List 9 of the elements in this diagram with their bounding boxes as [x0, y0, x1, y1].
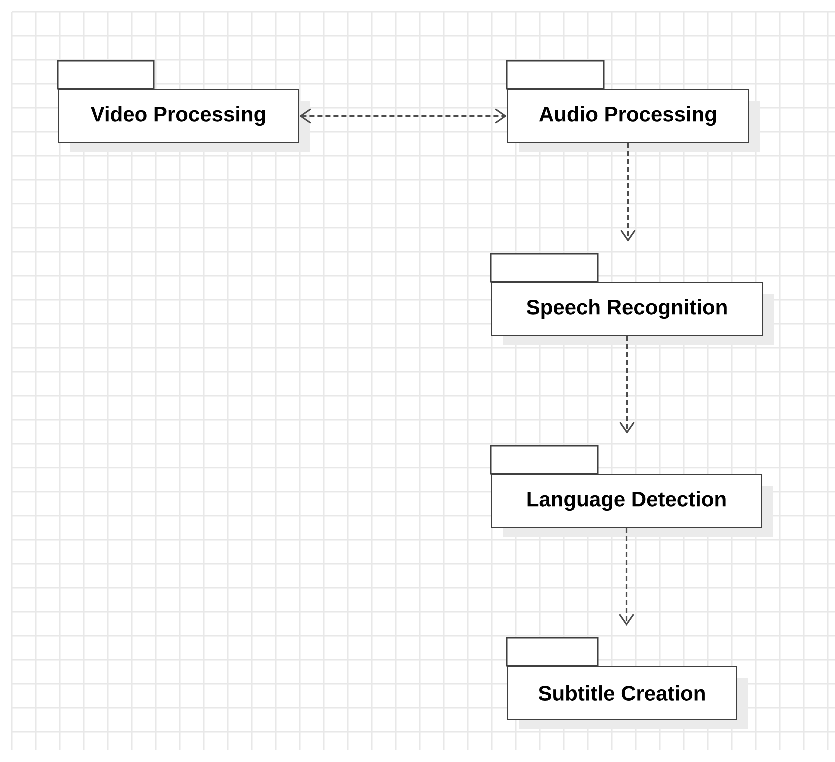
package-box: Audio Processing	[506, 60, 760, 152]
dependency-arrow	[620, 143, 636, 242]
package-box: Speech Recognition	[490, 253, 774, 345]
package-box: Subtitle Creation	[506, 637, 748, 729]
package-box: Language Detection	[490, 445, 773, 537]
package-box: Video Processing	[57, 60, 310, 152]
dependency-arrow	[300, 108, 507, 124]
dependency-arrow	[620, 336, 635, 434]
dependency-arrow	[619, 528, 634, 626]
